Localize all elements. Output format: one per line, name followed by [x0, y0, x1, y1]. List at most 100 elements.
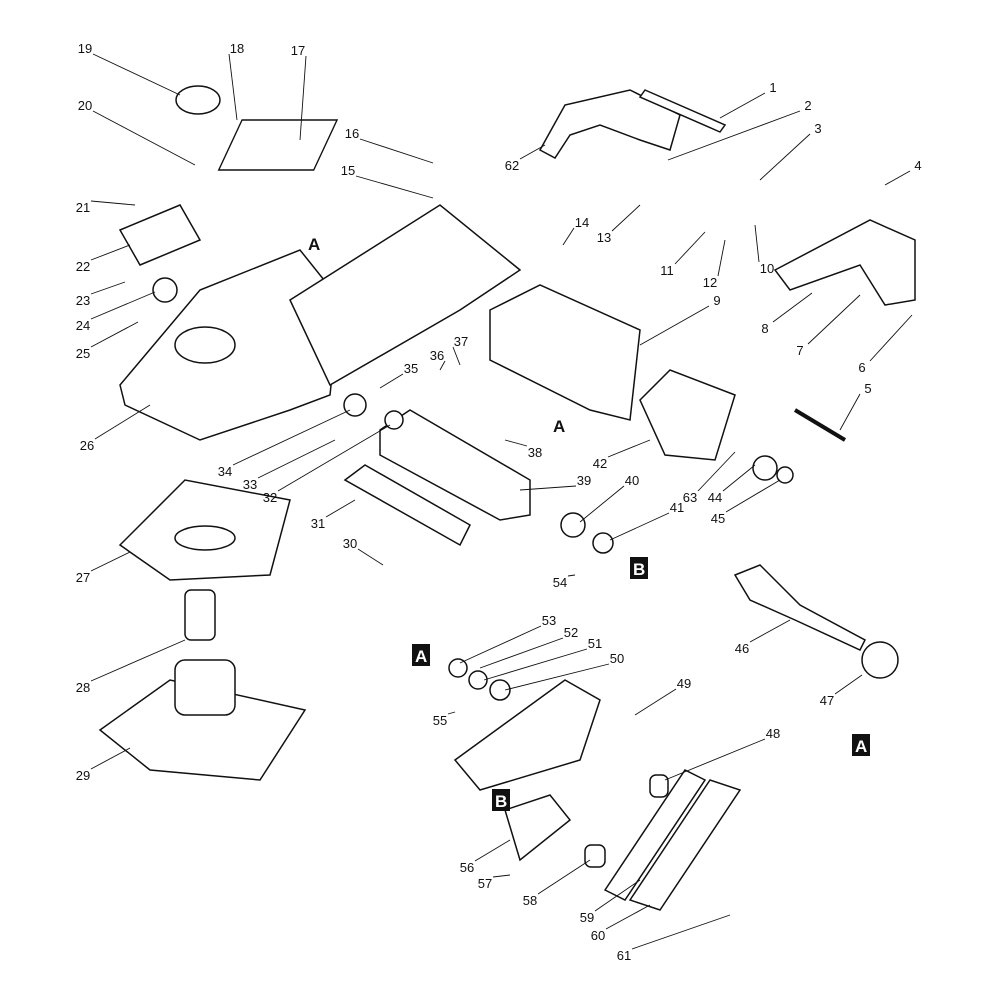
- leader-line-53: [459, 625, 542, 664]
- ref-box-b-low: [492, 789, 510, 811]
- part-number-59: 59: [580, 910, 594, 925]
- part-number-24: 24: [76, 318, 90, 333]
- part-number-17: 17: [291, 43, 305, 58]
- washer-24: [152, 277, 178, 303]
- part-number-49: 49: [677, 676, 691, 691]
- drum-part: [379, 409, 531, 521]
- base-cylinder: [174, 659, 236, 716]
- bearing-52: [468, 670, 488, 690]
- leader-line-54: [567, 574, 576, 577]
- leader-line-35: [379, 373, 404, 389]
- part-number-36: 36: [430, 348, 444, 363]
- part-number-19: 19: [78, 41, 92, 56]
- bearing-45: [776, 466, 794, 484]
- leader-line-26: [94, 404, 151, 440]
- leader-line-55: [447, 711, 456, 715]
- part-number-23: 23: [76, 293, 90, 308]
- field-part: [639, 369, 736, 461]
- part-number-21: 21: [76, 200, 90, 215]
- leader-line-17: [299, 55, 307, 141]
- leader-line-30: [357, 548, 384, 566]
- leader-line-2: [667, 110, 801, 161]
- part-number-11: 11: [660, 263, 674, 278]
- leader-line-31: [325, 499, 356, 518]
- part-number-53: 53: [542, 613, 556, 628]
- leader-line-47: [834, 674, 863, 695]
- leader-line-4: [884, 170, 911, 186]
- bearing-41: [592, 532, 614, 554]
- leader-line-60: [605, 904, 651, 930]
- leader-line-50: [504, 663, 610, 691]
- part-number-51: 51: [588, 636, 602, 651]
- leader-line-56: [474, 839, 511, 862]
- leader-line-45: [725, 479, 781, 513]
- plate-part: [217, 119, 339, 171]
- leader-line-21: [90, 200, 136, 206]
- leader-line-40: [579, 485, 625, 523]
- cover-60-part: [628, 779, 742, 911]
- part-number-41: 41: [670, 500, 684, 515]
- bearing-53: [448, 658, 468, 678]
- leader-line-36: [439, 360, 446, 371]
- part-number-30: 30: [343, 536, 357, 551]
- part-number-58: 58: [523, 893, 537, 908]
- pulley-58: [584, 844, 606, 868]
- leader-lines: [90, 53, 913, 950]
- leader-line-58: [537, 859, 591, 895]
- part-number-40: 40: [625, 473, 639, 488]
- bearing-32: [384, 410, 404, 430]
- part-number-39: 39: [577, 473, 591, 488]
- part-number-27: 27: [76, 570, 90, 585]
- leader-line-44: [722, 464, 756, 492]
- part-drawings: [98, 85, 916, 911]
- part-number-15: 15: [341, 163, 355, 178]
- part-number-14: 14: [575, 215, 589, 230]
- reference-marks: A A B B A A: [308, 235, 870, 811]
- part-number-38: 38: [528, 445, 542, 460]
- bearing-44: [752, 455, 778, 481]
- leader-line-39: [519, 485, 577, 491]
- leader-line-37: [452, 346, 461, 366]
- leader-line-24: [90, 291, 156, 320]
- part-number-31: 31: [311, 516, 325, 531]
- leader-line-20: [92, 110, 196, 166]
- part-number-34: 34: [218, 464, 232, 479]
- armature-part: [733, 564, 866, 651]
- part-number-26: 26: [80, 438, 94, 453]
- part-number-63: 63: [683, 490, 697, 505]
- ref-box-b-mid: [630, 557, 648, 579]
- part-number-6: 6: [858, 360, 865, 375]
- body-boss: [174, 326, 236, 364]
- spring-part: [184, 589, 216, 641]
- leader-line-16: [359, 138, 434, 164]
- motor-housing-part: [489, 284, 641, 421]
- front-handle-part: [773, 219, 916, 306]
- part-number-42: 42: [593, 456, 607, 471]
- part-number-35: 35: [404, 361, 418, 376]
- leader-line-28: [90, 639, 186, 682]
- ref-a-housing: A: [553, 417, 565, 436]
- part-number-60: 60: [591, 928, 605, 943]
- blade-31-part: [343, 464, 471, 547]
- leader-line-19: [92, 53, 181, 96]
- leader-line-11: [674, 231, 706, 265]
- leader-line-9: [639, 305, 710, 346]
- leader-line-1: [719, 92, 766, 119]
- part-number-labels: 1234567891011121314151617181920212223242…: [76, 41, 922, 963]
- part-number-18: 18: [230, 41, 244, 56]
- base-29-part: [98, 679, 307, 781]
- leader-line-22: [90, 244, 131, 261]
- part-number-16: 16: [345, 126, 359, 141]
- belt-cover-part: [453, 679, 601, 791]
- leader-line-29: [90, 747, 131, 770]
- part-number-54: 54: [553, 575, 567, 590]
- leader-line-10: [754, 224, 760, 263]
- part-number-13: 13: [597, 230, 611, 245]
- belt-part: [603, 769, 707, 901]
- fan-47: [861, 641, 899, 679]
- leader-line-32: [277, 424, 391, 492]
- cover-part: [118, 204, 202, 266]
- ref-a-right: A: [855, 737, 867, 756]
